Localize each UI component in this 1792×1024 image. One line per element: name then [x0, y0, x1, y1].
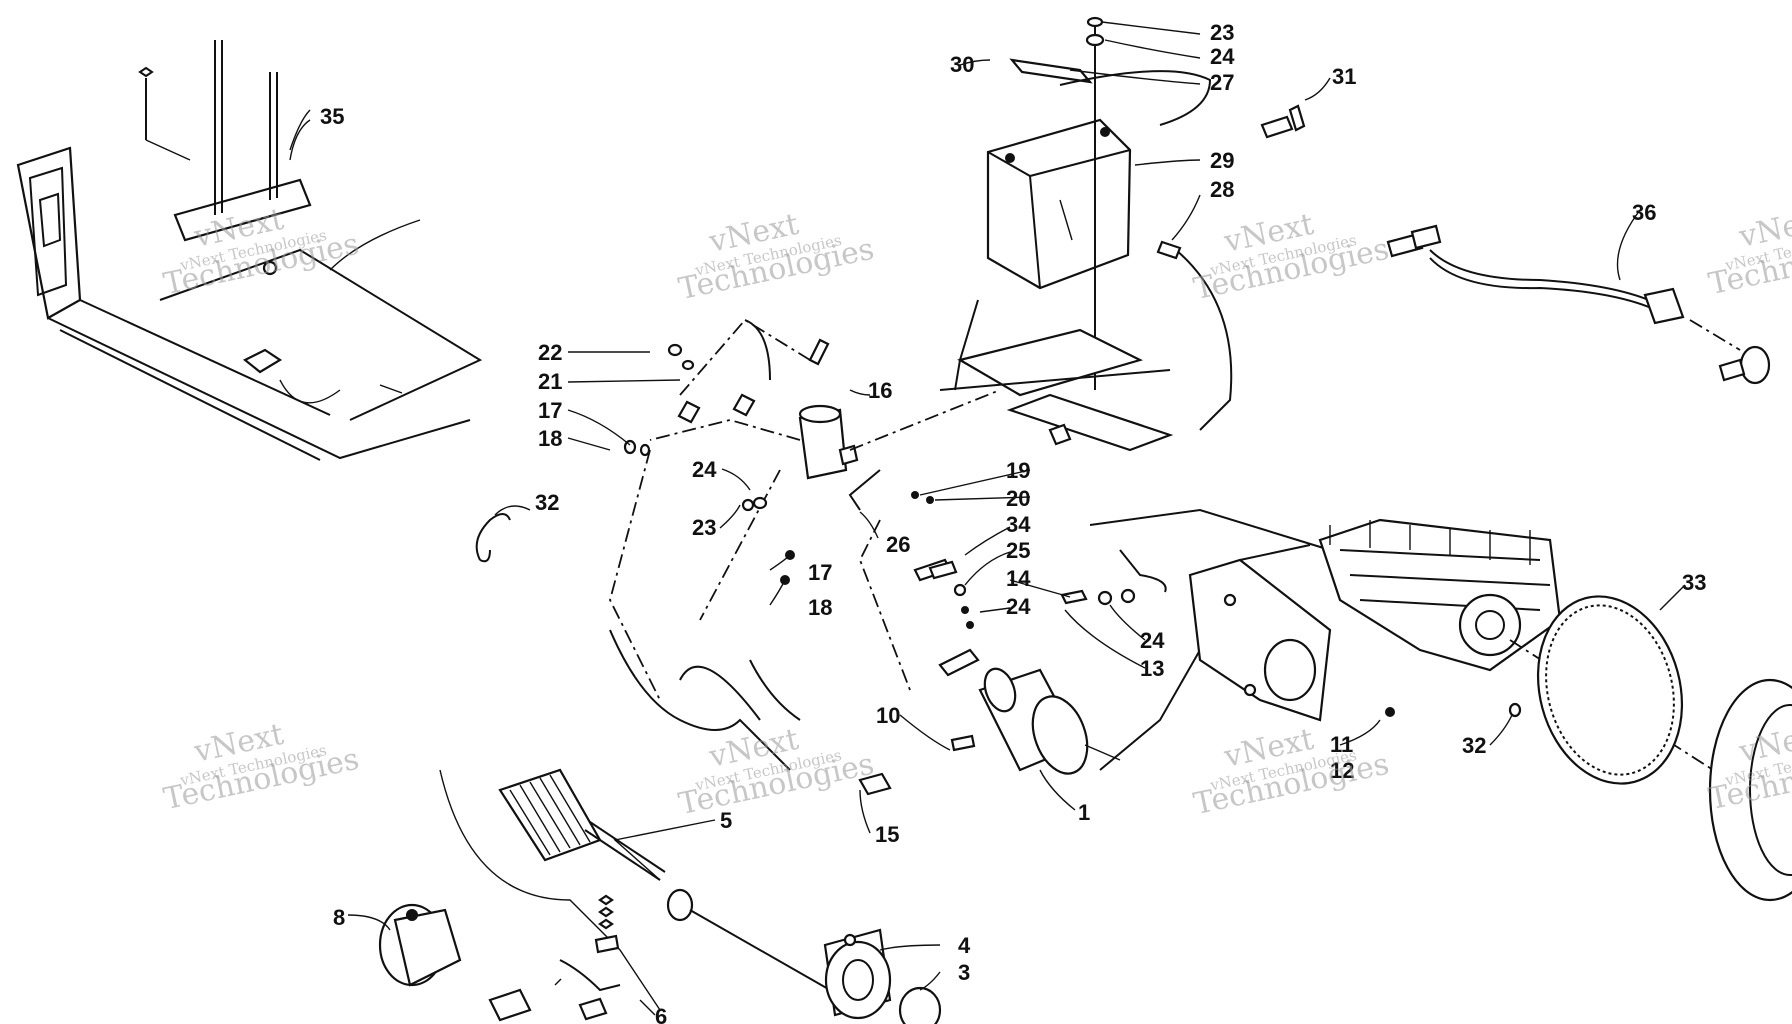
callout-20-right: 20: [1006, 486, 1030, 511]
callout-11: 11: [1330, 732, 1353, 757]
callout-32: 32: [1462, 733, 1486, 758]
callout-22-low: 24: [1006, 594, 1031, 619]
watermark-3: vNext vNext Technologies Technologies: [1191, 207, 1392, 307]
callout-19-right: 19: [1006, 458, 1030, 483]
callout-17-mid: 17: [808, 560, 832, 585]
callout-34: 35: [320, 104, 344, 129]
watermark-2: vNext vNext Technologies Technologies: [676, 207, 877, 307]
callout-18-mid: 18: [808, 595, 832, 620]
callout-13: 13: [1140, 656, 1164, 681]
battery-assembly: [939, 16, 1306, 452]
callout-25: 27: [1210, 70, 1234, 95]
callout-4: 4: [958, 933, 971, 958]
callout-15: 15: [875, 822, 899, 847]
starter-motor: [978, 544, 1395, 775]
callout-3: 3: [958, 960, 970, 985]
callout-6: 6: [655, 1004, 667, 1024]
callout-16: 16: [868, 378, 892, 403]
callout-21-top: 23: [1210, 20, 1234, 45]
watermark-5: vNext vNext Technologies Technologies: [161, 717, 362, 817]
misc-small-parts: [475, 513, 958, 580]
callout-27: 29: [1210, 148, 1234, 173]
callout-20-left: 22: [538, 340, 562, 365]
callout-22-mid: 24: [692, 457, 717, 482]
solenoid-wiring: [609, 318, 1331, 796]
callout-21-mid: 23: [692, 515, 716, 540]
callout-18-left: 18: [538, 426, 562, 451]
callout-30: 32: [535, 490, 559, 515]
callout-22-right: 24: [1140, 628, 1165, 653]
callout-19-left: 21: [538, 369, 562, 394]
callout-35: 36: [1632, 200, 1656, 225]
callout-1: 1: [1078, 800, 1090, 825]
watermark-7: vNext vNext Technologies Technologies: [1191, 722, 1392, 822]
ring-gear: [1508, 595, 1792, 902]
callout-12: 12: [1330, 758, 1354, 783]
callout-26: 28: [1210, 177, 1234, 202]
watermark-4: vNext vNext Technologies Technologies: [1706, 202, 1792, 302]
watermark-6: vNext vNext Technologies Technologies: [676, 722, 877, 822]
chassis-bracket-assembly: [16, 40, 483, 461]
callout-23: 26: [886, 532, 910, 557]
callout-5: 5: [720, 808, 732, 833]
watermarks: vNext vNext Technologies Technologies vN…: [161, 202, 1792, 822]
callout-17-left: 17: [538, 398, 562, 423]
wiring-harness: [1386, 224, 1771, 385]
callout-24: 25: [1006, 538, 1030, 563]
callout-labels: 23 24 27 30 31 29 28 35 36 16 22 21 17 1…: [320, 20, 1706, 1024]
callout-22-top: 24: [1210, 44, 1235, 69]
callout-31: 33: [1682, 570, 1706, 595]
callout-8: 8: [333, 905, 345, 930]
callout-14: 14: [1006, 566, 1031, 591]
callout-29: 31: [1332, 64, 1356, 89]
leader-lines: [289, 21, 1686, 1016]
callout-10: 10: [876, 703, 900, 728]
callout-33: 34: [1006, 512, 1031, 537]
callout-28: 30: [950, 52, 974, 77]
starter-exploded-parts: [378, 768, 942, 1024]
